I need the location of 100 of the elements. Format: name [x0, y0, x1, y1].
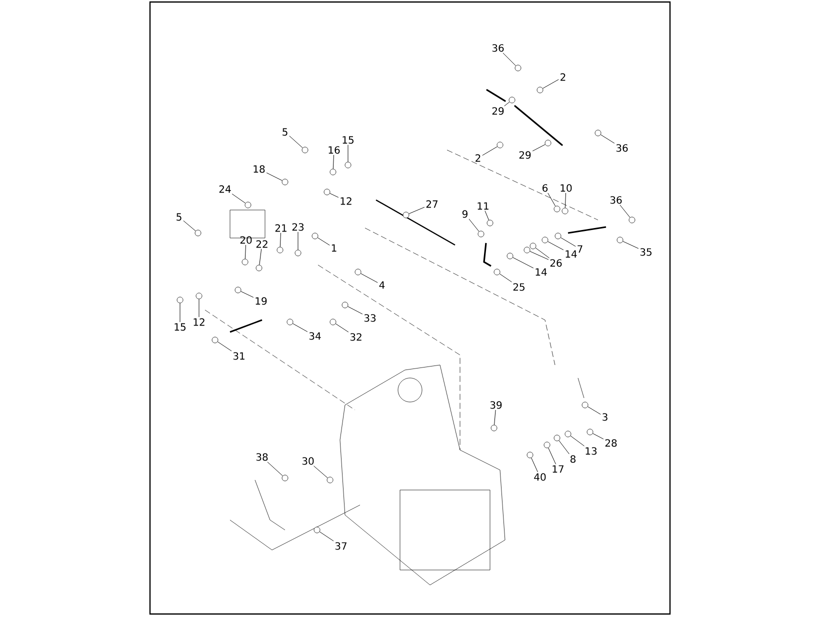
leader-line: [512, 257, 534, 268]
callout-number: 21: [275, 224, 286, 232]
part-drawing: [506, 252, 514, 260]
callout-number: 40: [534, 473, 546, 481]
callout-number: 36: [616, 144, 628, 152]
callout-number: 2: [560, 73, 566, 81]
leader-line: [570, 436, 585, 446]
part-drawing: [342, 302, 348, 308]
callout-number: 36: [610, 196, 622, 204]
leader-line: [620, 204, 630, 218]
part-drawing: [276, 246, 284, 254]
leader-line: [360, 273, 378, 283]
callout-number: 14: [536, 268, 547, 276]
callout-number: 15: [174, 323, 186, 331]
part-drawing: [594, 130, 602, 136]
part-drawing: [194, 230, 202, 236]
callout-number: 29: [519, 151, 531, 159]
part-drawing: [212, 336, 218, 344]
leader-line: [332, 154, 334, 170]
part-drawing: [176, 296, 184, 304]
callout-number: 39: [490, 401, 502, 409]
leader-line: [348, 306, 363, 314]
leader-line: [494, 410, 496, 426]
callout-number: 38: [256, 453, 268, 461]
callout-number: 4: [379, 281, 385, 289]
callout-number: 16: [328, 146, 340, 154]
callout-number: 20: [240, 236, 252, 244]
leader-line: [330, 193, 339, 198]
part-drawing: [330, 168, 336, 176]
callout-number: 27: [426, 200, 438, 208]
part-drawing: [536, 86, 544, 94]
callout-number: 14: [566, 250, 577, 258]
leader-line: [535, 248, 550, 258]
callout-number: 11: [478, 202, 488, 210]
part-drawing: [562, 208, 568, 214]
leader-line: [468, 218, 480, 232]
part-drawing: [524, 246, 530, 254]
leader-line: [314, 466, 328, 478]
part-drawing: [478, 230, 484, 238]
leader-line: [564, 192, 566, 208]
callout-number: 35: [640, 248, 652, 256]
part-drawing: [544, 442, 550, 448]
part-drawing: [314, 526, 320, 534]
leader-line: [240, 291, 254, 298]
callout-number: 3: [602, 413, 608, 421]
callout-number: 15: [342, 136, 354, 144]
part-drawing: [554, 232, 562, 240]
part-drawing: [294, 250, 302, 256]
callout-number: 24: [219, 185, 231, 193]
leader-line: [317, 237, 330, 246]
part-drawing: [616, 236, 624, 244]
leader-line: [198, 298, 200, 318]
leader-line: [244, 244, 246, 260]
callout-number: 6: [542, 184, 548, 192]
leader-line: [266, 172, 282, 181]
callout-number: 32: [350, 333, 362, 341]
leader-line: [542, 79, 559, 89]
callout-number: 22: [256, 240, 268, 248]
leader-line: [408, 206, 425, 214]
leader-line: [183, 220, 196, 232]
leader-line: [335, 324, 349, 332]
leader-line: [259, 248, 262, 266]
leader-line: [548, 241, 564, 250]
callout-number: 26: [550, 259, 562, 267]
callout-number: 5: [282, 128, 288, 136]
leader-line: [588, 406, 601, 415]
leader-line: [548, 448, 556, 464]
part-drawing: [234, 286, 242, 294]
callout-number: 12: [194, 318, 204, 326]
part-drawing: [490, 424, 498, 432]
leader-line: [532, 144, 546, 152]
part-drawing: [344, 162, 352, 168]
leader-line: [482, 146, 498, 156]
callout-number: 12: [340, 197, 352, 205]
leader-line: [622, 241, 639, 249]
callout-number: 19: [256, 297, 267, 305]
part-drawing: [330, 318, 336, 326]
part-drawing: [554, 434, 560, 442]
callout-number: 33: [364, 314, 376, 322]
leader-line: [217, 342, 232, 352]
part-drawing: [564, 430, 572, 438]
callout-number: 28: [605, 439, 617, 447]
callout-number: 25: [513, 283, 524, 291]
part-drawing: [402, 212, 410, 218]
leader-line: [267, 462, 283, 476]
callout-number: 29: [492, 107, 504, 115]
part-drawing: [196, 292, 202, 300]
part-drawing: [586, 428, 594, 436]
callout-number: 7: [578, 245, 582, 253]
callout-number: 31: [233, 352, 244, 360]
part-drawing: [514, 64, 522, 72]
leader-line: [484, 210, 490, 220]
part-drawing: [486, 220, 494, 226]
part-drawing: [256, 264, 262, 272]
leader-line: [530, 251, 549, 260]
callout-number: 18: [254, 165, 265, 173]
leader-line: [592, 433, 604, 440]
callout-number: 30: [302, 457, 314, 465]
leader-line: [504, 102, 510, 106]
callout-number: 2: [476, 154, 480, 162]
